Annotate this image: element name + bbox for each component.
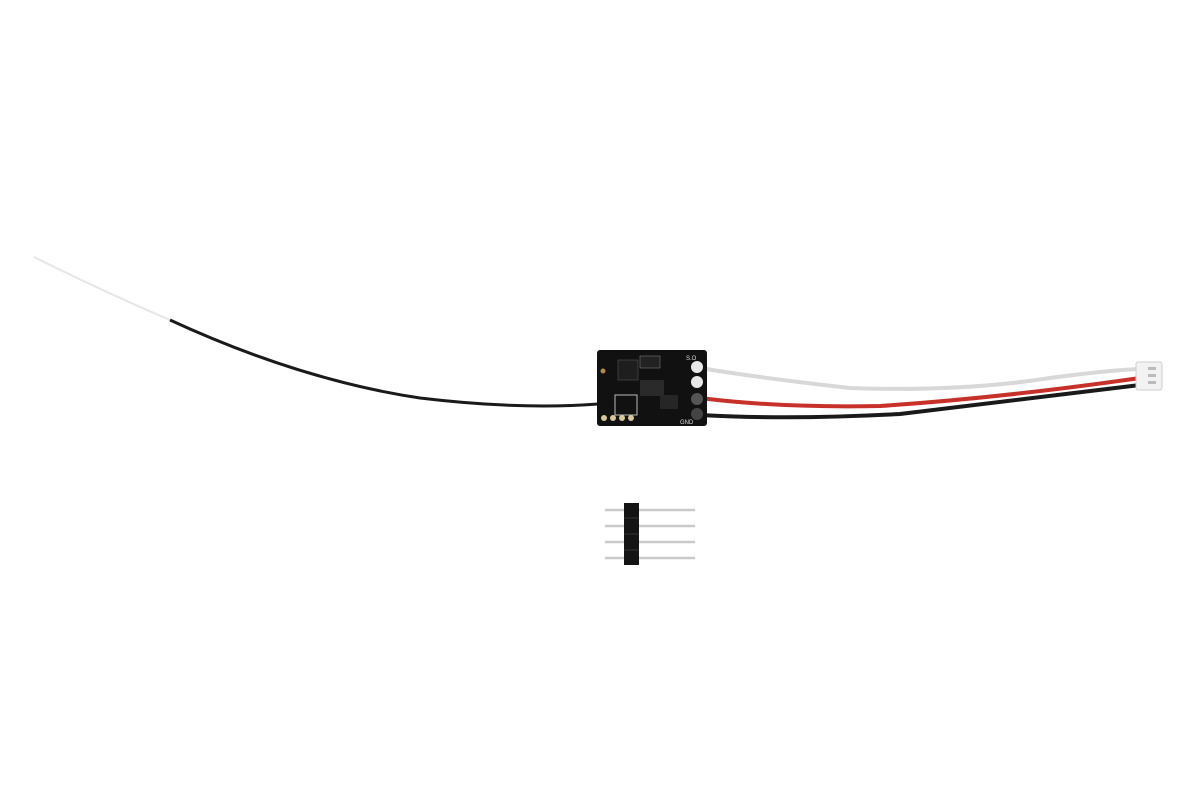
pcb-label-ground: GND bbox=[680, 420, 694, 426]
antenna-exposed-tip bbox=[33, 256, 171, 321]
red-power-wire bbox=[699, 376, 1141, 409]
pcb-label-signal: S.O bbox=[686, 356, 697, 362]
white-signal-wire bbox=[699, 366, 1141, 391]
antenna-coax bbox=[169, 318, 599, 408]
receiver-pcb: S.O GND bbox=[597, 350, 707, 426]
black-ground-wire bbox=[699, 383, 1141, 420]
wire-harness bbox=[699, 361, 1163, 420]
pin-header bbox=[605, 503, 695, 565]
logo-mark bbox=[614, 394, 638, 416]
antenna bbox=[33, 256, 599, 408]
